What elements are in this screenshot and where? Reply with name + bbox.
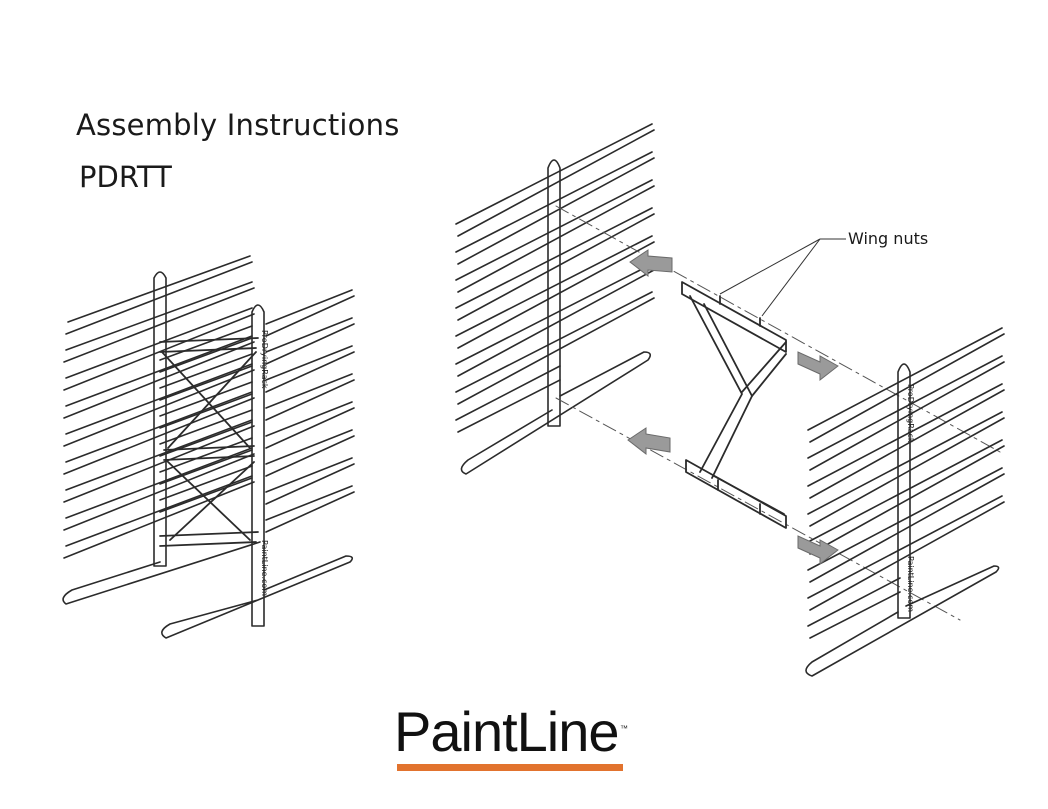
upper-rack-foot [460,351,652,475]
upper-rack-upright [547,159,561,427]
direction-arrows [627,249,839,566]
model-number: PDRTT [79,160,172,194]
rack-site-label-left: PaintLine.com [260,540,269,596]
logo-wordmark: PaintLine [394,700,620,763]
exploded-cross-brace [681,281,787,529]
rack-site-label-right: PaintLine.com [906,556,915,612]
rack-brand-label-left: ProDryingRack [260,330,269,389]
front-rack-foot [161,555,354,639]
arrow-left-upper [629,249,673,278]
front-rack-upright [251,304,265,627]
front-rack-rungs [159,289,355,533]
rear-rack-foot [62,541,261,605]
exploded-view [455,123,1005,677]
trademark-symbol: ™ [620,724,628,733]
arrow-right-lower [797,535,839,566]
wing-nuts-label: Wing nuts [848,229,929,248]
lower-rack-foot [805,565,1000,677]
page-title: Assembly Instructions [76,108,400,142]
arrow-right-upper [797,351,839,382]
lower-rack-rungs [807,327,1005,639]
rear-rack-upright [153,271,167,567]
rack-brand-label-right: ProDryingRack [906,384,915,443]
arrow-left-lower [627,427,671,456]
lower-rack-upright [897,363,911,619]
assembled-rack-view [62,255,355,639]
upper-rack-rungs [455,123,655,433]
paintline-logo: PaintLine ™ [394,700,630,775]
assembly-guide-lines [555,205,1001,621]
wing-nuts-callout-lines [719,238,846,317]
logo-underline [397,764,623,771]
rear-rack-rungs [63,255,255,559]
